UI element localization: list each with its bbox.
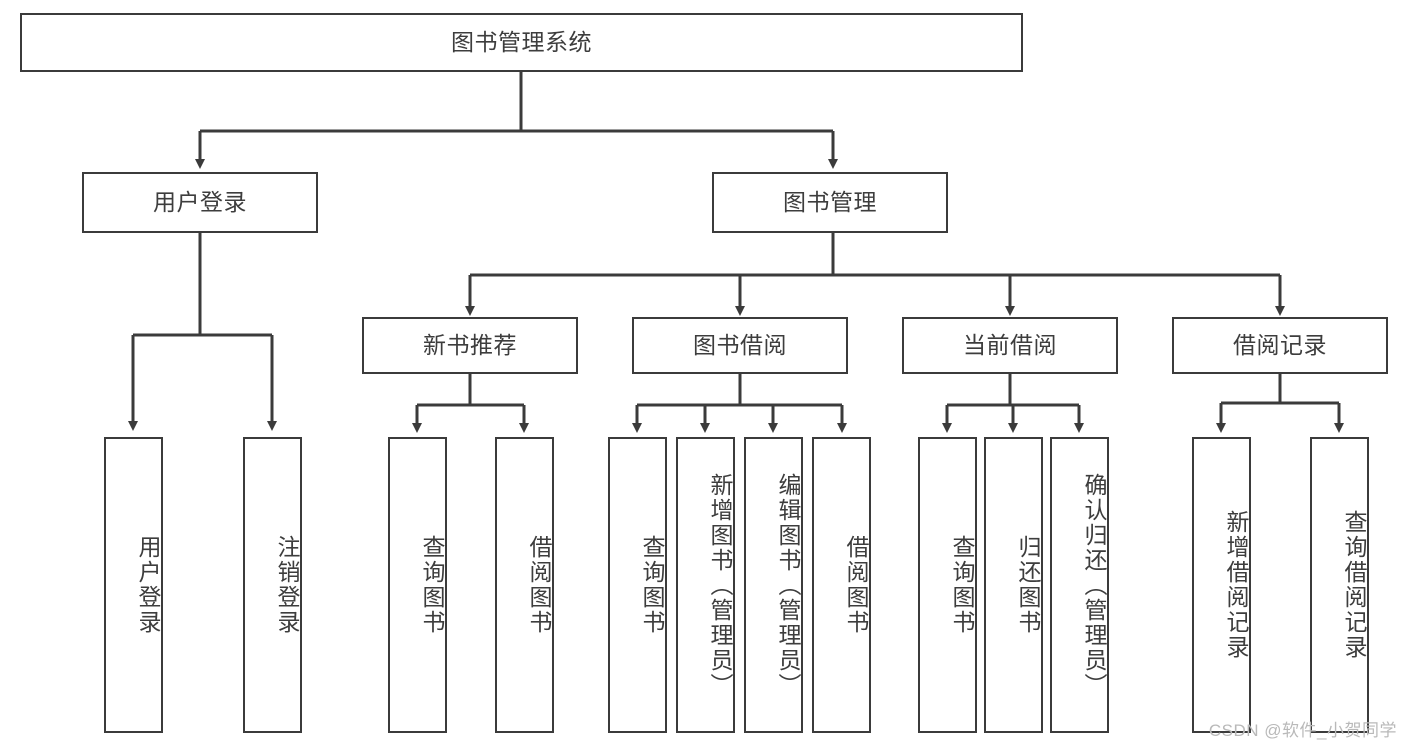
node-new-book-recommend[interactable]: 新书推荐 — [362, 317, 578, 374]
node-label: 用户登录 — [135, 535, 161, 635]
node-label: 编辑图书（管理员） — [775, 472, 801, 698]
node-label: 查询图书 — [949, 535, 975, 635]
node-label: 借阅图书 — [843, 535, 869, 635]
leaf-current-borrow-confirm-return[interactable]: 确认归还（管理员） — [1050, 437, 1109, 733]
node-label: 查询借阅记录 — [1341, 510, 1367, 660]
leaf-current-borrow-return[interactable]: 归还图书 — [984, 437, 1043, 733]
leaf-book-borrow-add[interactable]: 新增图书（管理员） — [676, 437, 735, 733]
node-label: 确认归还（管理员） — [1081, 472, 1107, 698]
node-user-login[interactable]: 用户登录 — [82, 172, 318, 233]
leaf-book-borrow-edit[interactable]: 编辑图书（管理员） — [744, 437, 803, 733]
node-root-system[interactable]: 图书管理系统 — [20, 13, 1023, 72]
node-label: 新增图书（管理员） — [707, 472, 733, 698]
node-label: 借阅图书 — [526, 535, 552, 635]
node-current-borrow[interactable]: 当前借阅 — [902, 317, 1118, 374]
watermark-text: CSDN @软件_小贺同学 — [1208, 721, 1397, 740]
leaf-new-book-query[interactable]: 查询图书 — [388, 437, 447, 733]
node-label: 当前借阅 — [963, 332, 1057, 359]
leaf-current-borrow-query[interactable]: 查询图书 — [918, 437, 977, 733]
node-label: 图书借阅 — [693, 332, 787, 359]
node-label: 借阅记录 — [1233, 332, 1327, 359]
leaf-borrow-record-query[interactable]: 查询借阅记录 — [1310, 437, 1369, 733]
leaf-book-borrow-lend[interactable]: 借阅图书 — [812, 437, 871, 733]
node-label: 图书管理 — [783, 189, 877, 216]
node-label: 查询图书 — [639, 535, 665, 635]
node-label: 注销登录 — [274, 535, 300, 635]
node-label: 查询图书 — [419, 535, 445, 635]
leaf-book-borrow-query[interactable]: 查询图书 — [608, 437, 667, 733]
leaf-new-book-borrow[interactable]: 借阅图书 — [495, 437, 554, 733]
node-label: 新书推荐 — [423, 332, 517, 359]
node-label: 用户登录 — [153, 189, 247, 216]
leaf-user-login-signin[interactable]: 用户登录 — [104, 437, 163, 733]
node-book-management[interactable]: 图书管理 — [712, 172, 948, 233]
node-borrow-record[interactable]: 借阅记录 — [1172, 317, 1388, 374]
leaf-borrow-record-add[interactable]: 新增借阅记录 — [1192, 437, 1251, 733]
leaf-user-login-signout[interactable]: 注销登录 — [243, 437, 302, 733]
node-label: 新增借阅记录 — [1223, 510, 1249, 660]
node-book-borrow[interactable]: 图书借阅 — [632, 317, 848, 374]
node-label: 图书管理系统 — [451, 29, 592, 56]
node-label: 归还图书 — [1015, 535, 1041, 635]
